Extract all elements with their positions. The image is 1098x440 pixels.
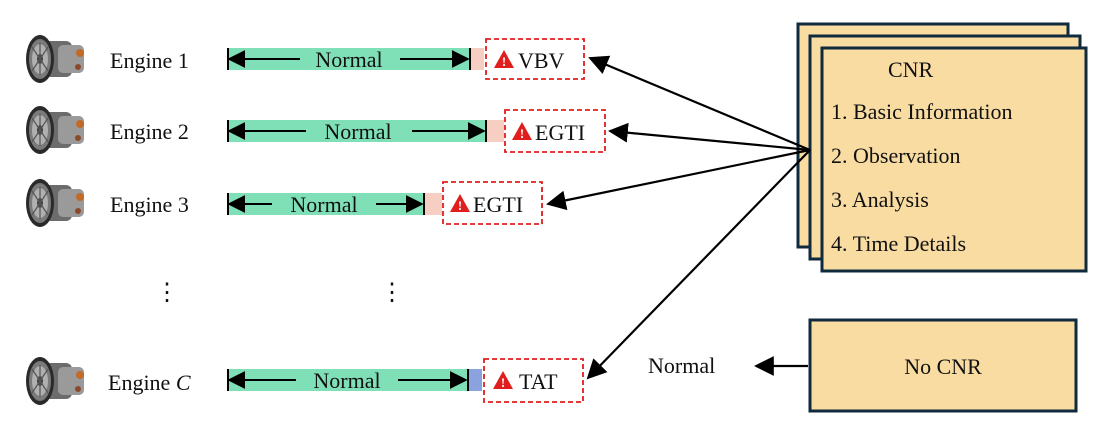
no-cnr-label: No CNR [904,354,982,379]
fault-tint [468,369,482,391]
engine-row-1: Engine 1 Normal ! VBV [25,34,585,84]
cnr-title: CNR [888,57,934,82]
warning-triangle-icon: ! [512,122,532,141]
cnr-arrow [588,55,811,152]
engine-row-3: Engine 3 Normal ! EGTI [25,178,543,228]
svg-text:!: ! [458,198,462,213]
bar-ellipsis: ⋮ [380,280,404,306]
cnr-arrow [608,122,811,152]
engine-label: Engine 3 [110,192,189,217]
warning-triangle-icon: ! [493,371,513,390]
normal-bar [228,369,468,391]
alert-code: TAT [519,369,558,394]
normal-bar [228,193,424,215]
cnr-item: 3. Analysis [831,187,929,212]
turbofan-engine-icon [25,356,85,406]
engine-row-2: Engine 2 Normal ! EGTI [25,105,606,155]
engine-label: Engine C [108,370,191,395]
svg-text:!: ! [520,126,524,141]
alert-box [485,38,585,80]
svg-text:!: ! [502,54,506,69]
cnr-arrow [546,148,811,211]
engine-variable: C [176,370,191,395]
turbofan-engine-icon [25,178,85,228]
normal-bar-label: Normal [324,119,391,144]
no-cnr-box [808,318,1078,413]
cnr-card-front [820,46,1088,273]
turbofan-engine-icon [25,105,85,155]
alert-box [483,358,584,403]
normal-bar-label: Normal [313,368,380,393]
engine-label: Engine 2 [110,119,189,144]
alert-code: VBV [518,48,565,73]
normal-bar-label: Normal [315,47,382,72]
cnr-links [546,55,811,380]
engine-label: Engine 1 [110,48,189,73]
cnr-item: 1. Basic Information [831,99,1012,124]
cnr-arrow [586,149,811,380]
normal-bar-label: Normal [290,192,357,217]
fault-tint [470,48,484,70]
fault-tint [486,120,504,142]
warning-triangle-icon: ! [494,50,514,69]
cnr-item: 4. Time Details [831,231,966,256]
normal-bar [228,48,470,70]
engine-ellipsis: ⋮ [155,280,179,306]
alert-code: EGTI [473,192,523,217]
no-cnr-group: No CNR Normal [648,318,1078,413]
cnr-item: 2. Observation [831,143,961,168]
normal-bar [228,120,486,142]
alert-box [504,109,606,153]
turbofan-engine-icon [25,34,85,84]
fault-tint [424,193,442,215]
no-cnr-result: Normal [648,353,715,378]
cnr-card-stack: CNR 1. Basic Information 2. Observation … [796,22,1088,273]
svg-text:!: ! [501,375,505,390]
alert-box [442,181,543,225]
engine-row-c: Engine C Normal ! TAT [25,356,584,406]
alert-code: EGTI [535,120,585,145]
warning-triangle-icon: ! [450,194,470,213]
